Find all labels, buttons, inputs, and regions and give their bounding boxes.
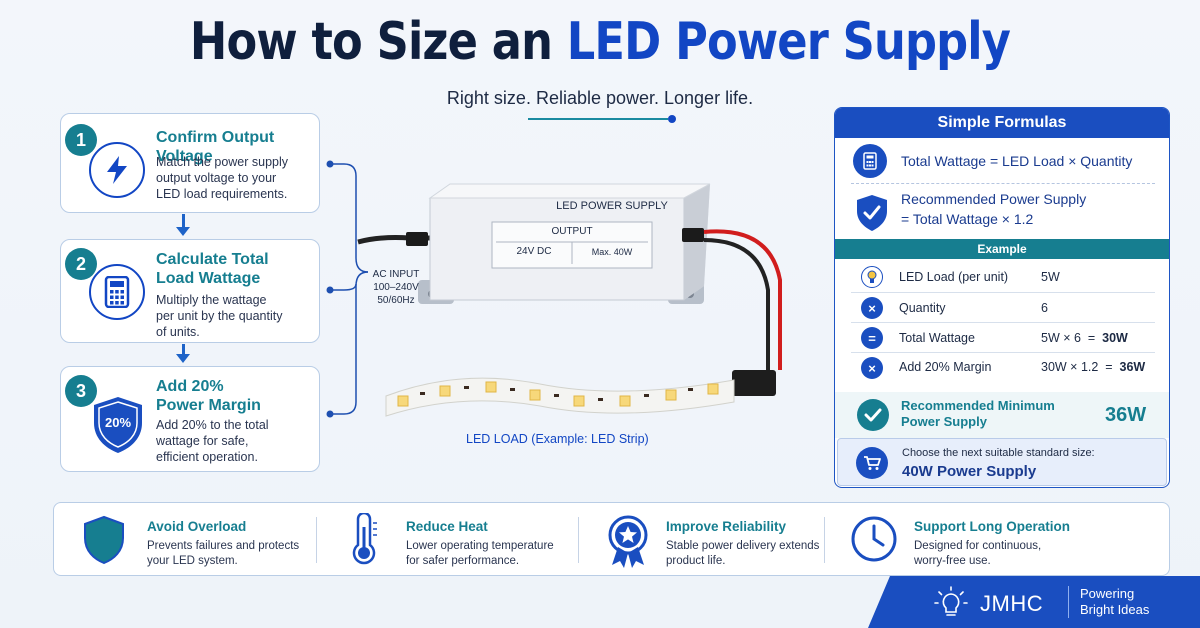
shield-percent-text: 20% [104,415,132,430]
divider [851,292,1155,293]
clock-icon [850,515,898,563]
step-number: 2 [65,248,97,280]
divider [851,352,1155,353]
benefit-title: Reduce Heat [406,519,488,534]
example-value: 30W × 1.2 = 36W [1041,360,1146,374]
divider [1068,586,1069,618]
equals-icon: = [861,327,883,349]
formula-recommended: Recommended Power Supply= Total Wattage … [901,191,1087,227]
cart-icon [856,447,888,479]
subtitle-dot [668,115,676,123]
step-title: Add 20%Power Margin [156,378,261,414]
example-value: 5W × 6 = 30W [1041,331,1128,345]
benefits-bar: Avoid Overload Prevents failures and pro… [53,502,1170,576]
brand-name: JMHC [980,591,1044,616]
led-bulb-icon [861,266,883,288]
example-value: 5W [1041,270,1060,284]
formulas-title: Simple Formulas [835,108,1169,138]
check-circle-icon [857,399,889,431]
step-number: 1 [65,124,97,156]
page-subtitle: Right size. Reliable power. Longer life. [446,88,754,108]
output-max: Max. 40W [591,247,633,257]
choose-text: Choose the next suitable standard size: [902,447,1095,459]
divider [578,517,579,563]
example-label: LED Load (per unit) [899,270,1009,284]
flow-arrow-stem [182,214,185,228]
device-label: LED POWER SUPPLY [556,200,668,212]
bracket-connector [326,160,369,418]
example-value: 6 [1041,301,1048,315]
divider [851,322,1155,323]
title-accent: LED Power Supply [566,12,1011,72]
divider [851,183,1155,184]
step-title: Confirm Output Voltage [156,129,275,165]
example-header: Example [835,239,1169,259]
lightning-icon [89,142,145,198]
benefit-title: Support Long Operation [914,519,1070,534]
flow-arrow-stem [182,344,185,356]
benefit-desc: Designed for continuous,worry-free use. [914,540,1042,567]
formulas-panel: Simple Formulas Total Wattage = LED Load… [834,107,1170,488]
shield-icon [82,515,126,565]
formula-total-wattage: Total Wattage = LED Load × Quantity [901,153,1133,169]
output-title: OUTPUT [551,226,593,237]
multiply-icon: × [861,297,883,319]
step-card-1: 1 Confirm Output Voltage Match the power… [60,113,320,213]
shield-20-icon: 20% [91,395,145,455]
power-supply-illustration [357,183,782,417]
subtitle-underline [528,118,668,120]
output-voltage: 24V DC [516,246,552,257]
benefit-title: Avoid Overload [147,519,247,534]
choose-size-box: Choose the next suitable standard size: … [837,438,1167,486]
step-number: 3 [65,375,97,407]
calculator-icon [89,264,145,320]
step-card-3: 3 20% Add 20%Power Margin Add 20% to the… [60,366,320,472]
title-main: How to Size an [189,12,567,72]
led-strip-label: LED LOAD (Example: LED Strip) [466,432,649,446]
thermometer-icon [346,511,382,567]
example-label: Total Wattage [899,331,975,345]
down-arrow-icon [176,354,190,363]
award-icon [606,513,650,569]
divider [824,517,825,563]
benefit-title: Improve Reliability [666,519,787,534]
multiply-icon: × [861,357,883,379]
choose-value: 40W Power Supply [902,463,1037,480]
recommended-value: 36W [1105,404,1147,426]
down-arrow-icon [176,227,190,236]
divider [316,517,317,563]
example-label: Quantity [899,301,946,315]
calculator-icon [853,144,887,178]
shield-check-icon [855,194,889,232]
example-label: Add 20% Margin [899,360,992,374]
page-title: How to Size an LED Power Supply [84,12,1116,72]
lightbulb-icon [934,586,968,620]
